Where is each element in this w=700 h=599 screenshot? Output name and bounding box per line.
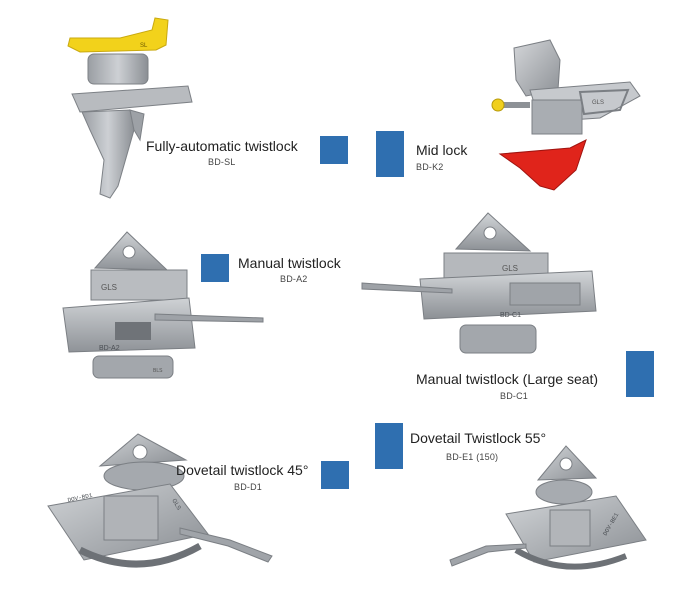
product-code-bd-d1: BD-D1 bbox=[234, 482, 263, 492]
bd-a2-mark: BD-A2 bbox=[99, 345, 120, 352]
dovetail-twistlock-d1-image: DOV-BD1 GLS bbox=[47, 433, 273, 568]
product-name-bd-sl: Fully-automatic twistlock bbox=[146, 138, 298, 154]
product-code-bd-a2: BD-A2 bbox=[280, 274, 308, 284]
accent-square-bd-sl bbox=[320, 136, 348, 164]
dovetail-twistlock-e1-image: DOV-BE1 bbox=[449, 445, 647, 570]
product-name-bd-k2: Mid lock bbox=[416, 142, 468, 158]
a2-base-mark: BLS bbox=[153, 368, 163, 374]
accent-square-bd-a2 bbox=[201, 254, 229, 282]
fully-automatic-twistlock-image: SL bbox=[67, 17, 193, 199]
product-name-bd-d1: Dovetail twistlock 45° bbox=[176, 462, 309, 478]
gls-stamp-c1: GLS bbox=[502, 264, 518, 273]
sl-stamp: SL bbox=[140, 43, 148, 49]
product-code-bd-c1: BD-C1 bbox=[500, 391, 529, 401]
product-name-bd-e1: Dovetail Twistlock 55° bbox=[410, 430, 547, 446]
accent-square-bd-d1 bbox=[321, 461, 349, 489]
bd-c1-mark: BD-C1 bbox=[500, 312, 521, 319]
accent-square-bd-e1 bbox=[375, 423, 403, 469]
gls-stamp-a2: GLS bbox=[101, 283, 117, 292]
gls-stamp-k2: GLS bbox=[592, 100, 604, 106]
manual-twistlock-c1-image: GLS BD-C1 bbox=[361, 212, 597, 354]
mid-lock-image: GLS bbox=[491, 39, 641, 191]
product-name-bd-a2: Manual twistlock bbox=[238, 255, 341, 271]
accent-square-bd-k2 bbox=[376, 131, 404, 177]
product-code-bd-sl: BD-SL bbox=[208, 157, 236, 167]
product-code-bd-k2: BD-K2 bbox=[416, 162, 444, 172]
gls-stamp-d1: GLS bbox=[170, 498, 181, 511]
accent-square-bd-c1 bbox=[626, 351, 654, 397]
product-name-bd-c1: Manual twistlock (Large seat) bbox=[416, 371, 599, 387]
product-code-bd-e1: BD-E1 (150) bbox=[446, 452, 499, 462]
manual-twistlock-a2-image: GLS BD-A2 BLS bbox=[62, 231, 264, 379]
